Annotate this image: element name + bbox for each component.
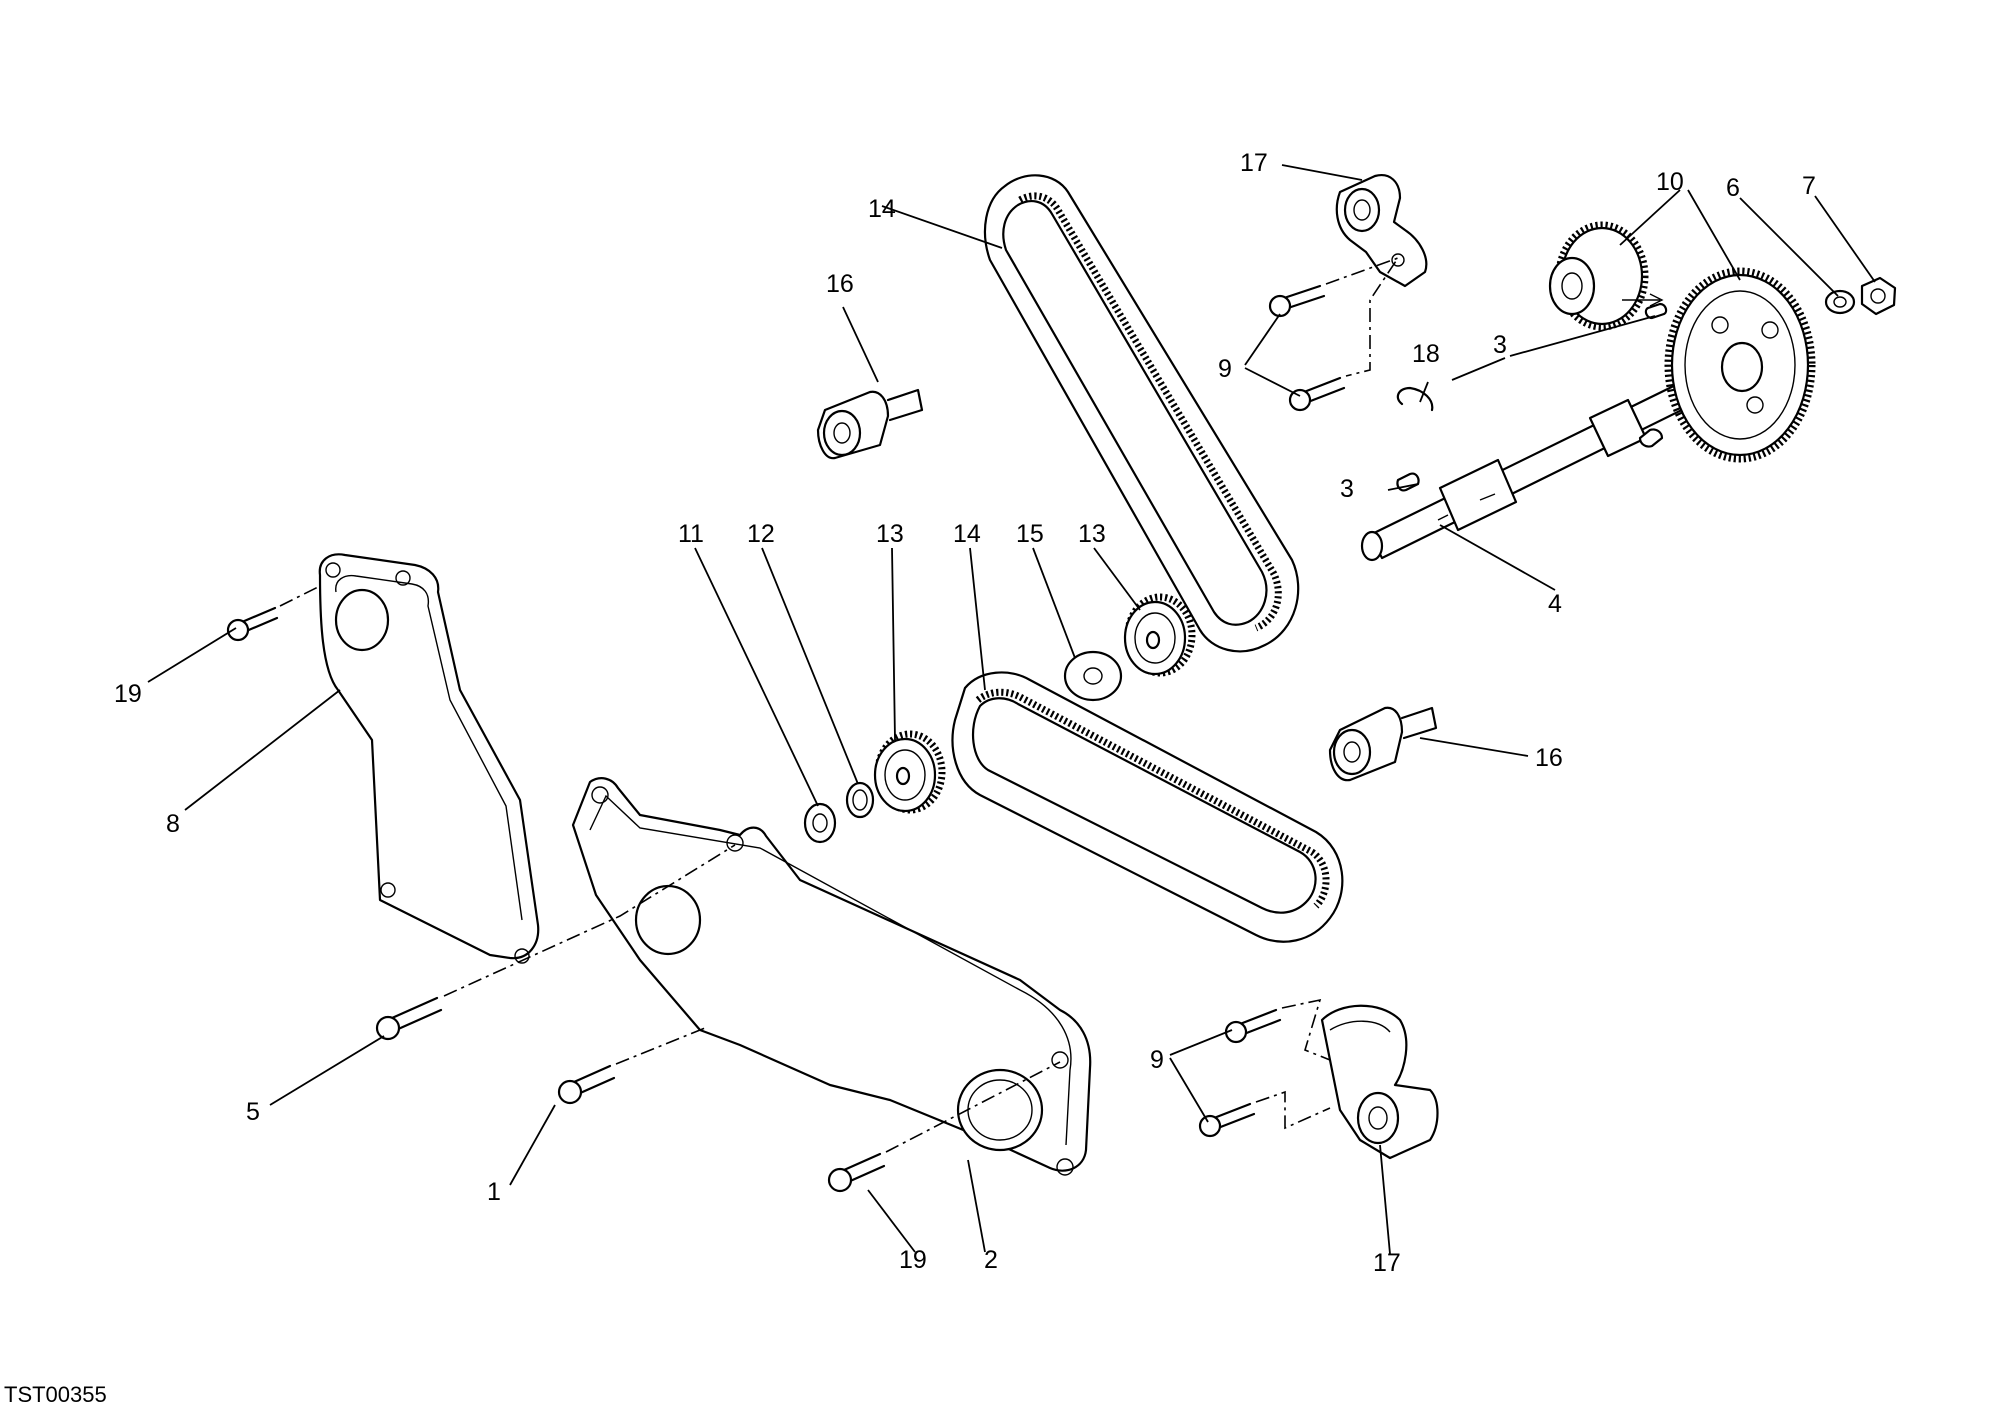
nut-part-7: [1860, 276, 1897, 316]
callout-8: 8: [166, 810, 180, 838]
circlip-part-18: [1396, 386, 1434, 412]
washer-part-15: [1063, 650, 1123, 702]
assembly-guide-lines: [279, 256, 1401, 1153]
callout-15: 15: [1016, 520, 1044, 548]
callout-5: 5: [246, 1098, 260, 1126]
key-part-3-gear: [1644, 302, 1668, 320]
timing-belt-cover-front: [571, 777, 1092, 1176]
spacer-part-16-lower: [1328, 706, 1438, 782]
leader-lines: [147, 164, 1876, 1255]
timing-belt-lower: [951, 671, 1344, 943]
callout-11: 11: [678, 520, 704, 548]
callout-19-lower: 19: [899, 1246, 927, 1274]
callout-16-upper: 16: [826, 270, 854, 298]
pulley-part-13-left: [873, 730, 946, 814]
drawing-code: TST00355: [4, 1382, 107, 1407]
screw-part-9-upper-a: [1268, 284, 1326, 318]
pulley-part-13-right: [1123, 593, 1196, 677]
callout-17-upper: 17: [1240, 149, 1268, 177]
washer-part-6: [1824, 289, 1856, 315]
timing-belt-upper: [983, 174, 1300, 653]
timing-belt-cover-rear: [318, 553, 540, 964]
callout-13-right: 13: [1078, 520, 1106, 548]
spacer-part-16-upper: [816, 388, 924, 460]
callout-2: 2: [984, 1246, 998, 1274]
camshaft-gear-large: [1664, 267, 1816, 463]
callout-18: 18: [1412, 340, 1440, 368]
key-part-3-upper: [1638, 428, 1664, 448]
callout-1: 1: [487, 1178, 501, 1206]
callout-9-lower: 9: [1150, 1046, 1164, 1074]
callout-17-lower: 17: [1373, 1249, 1401, 1277]
callout-14-lower: 14: [953, 520, 981, 548]
callout-7: 7: [1802, 172, 1816, 200]
callout-6: 6: [1726, 174, 1740, 202]
screw-part-5: [375, 996, 443, 1041]
tensioner-part-17-lower: [1320, 1004, 1439, 1160]
tensioner-part-17-upper: [1335, 174, 1428, 288]
callout-10: 10: [1656, 168, 1684, 196]
screw-part-19-lower: [827, 1152, 886, 1193]
callout-13-left: 13: [876, 520, 904, 548]
callout-12: 12: [747, 520, 775, 548]
callout-3-upper: 3: [1493, 331, 1507, 359]
callout-labels: 1 2 3 3 4 5 6 7 8 9 9 10 11 12 13 13 14 …: [114, 149, 1816, 1277]
screw-part-9-lower-a: [1224, 1008, 1282, 1044]
callout-16-lower: 16: [1535, 744, 1563, 772]
camshaft-gear-small: [1548, 221, 1664, 331]
callout-3-lower: 3: [1340, 475, 1354, 503]
screw-part-19-upper: [226, 606, 279, 642]
callout-4: 4: [1548, 590, 1562, 618]
callout-19-upper: 19: [114, 680, 142, 708]
camshaft: [1360, 376, 1704, 562]
callout-9-upper: 9: [1218, 355, 1232, 383]
nut-part-11: [803, 802, 837, 844]
screw-part-9-lower-b: [1198, 1102, 1256, 1138]
washer-part-12: [845, 781, 875, 819]
callout-14-upper: 14: [868, 195, 896, 223]
screw-part-9-upper-b: [1288, 376, 1346, 412]
screw-part-1: [557, 1064, 616, 1105]
